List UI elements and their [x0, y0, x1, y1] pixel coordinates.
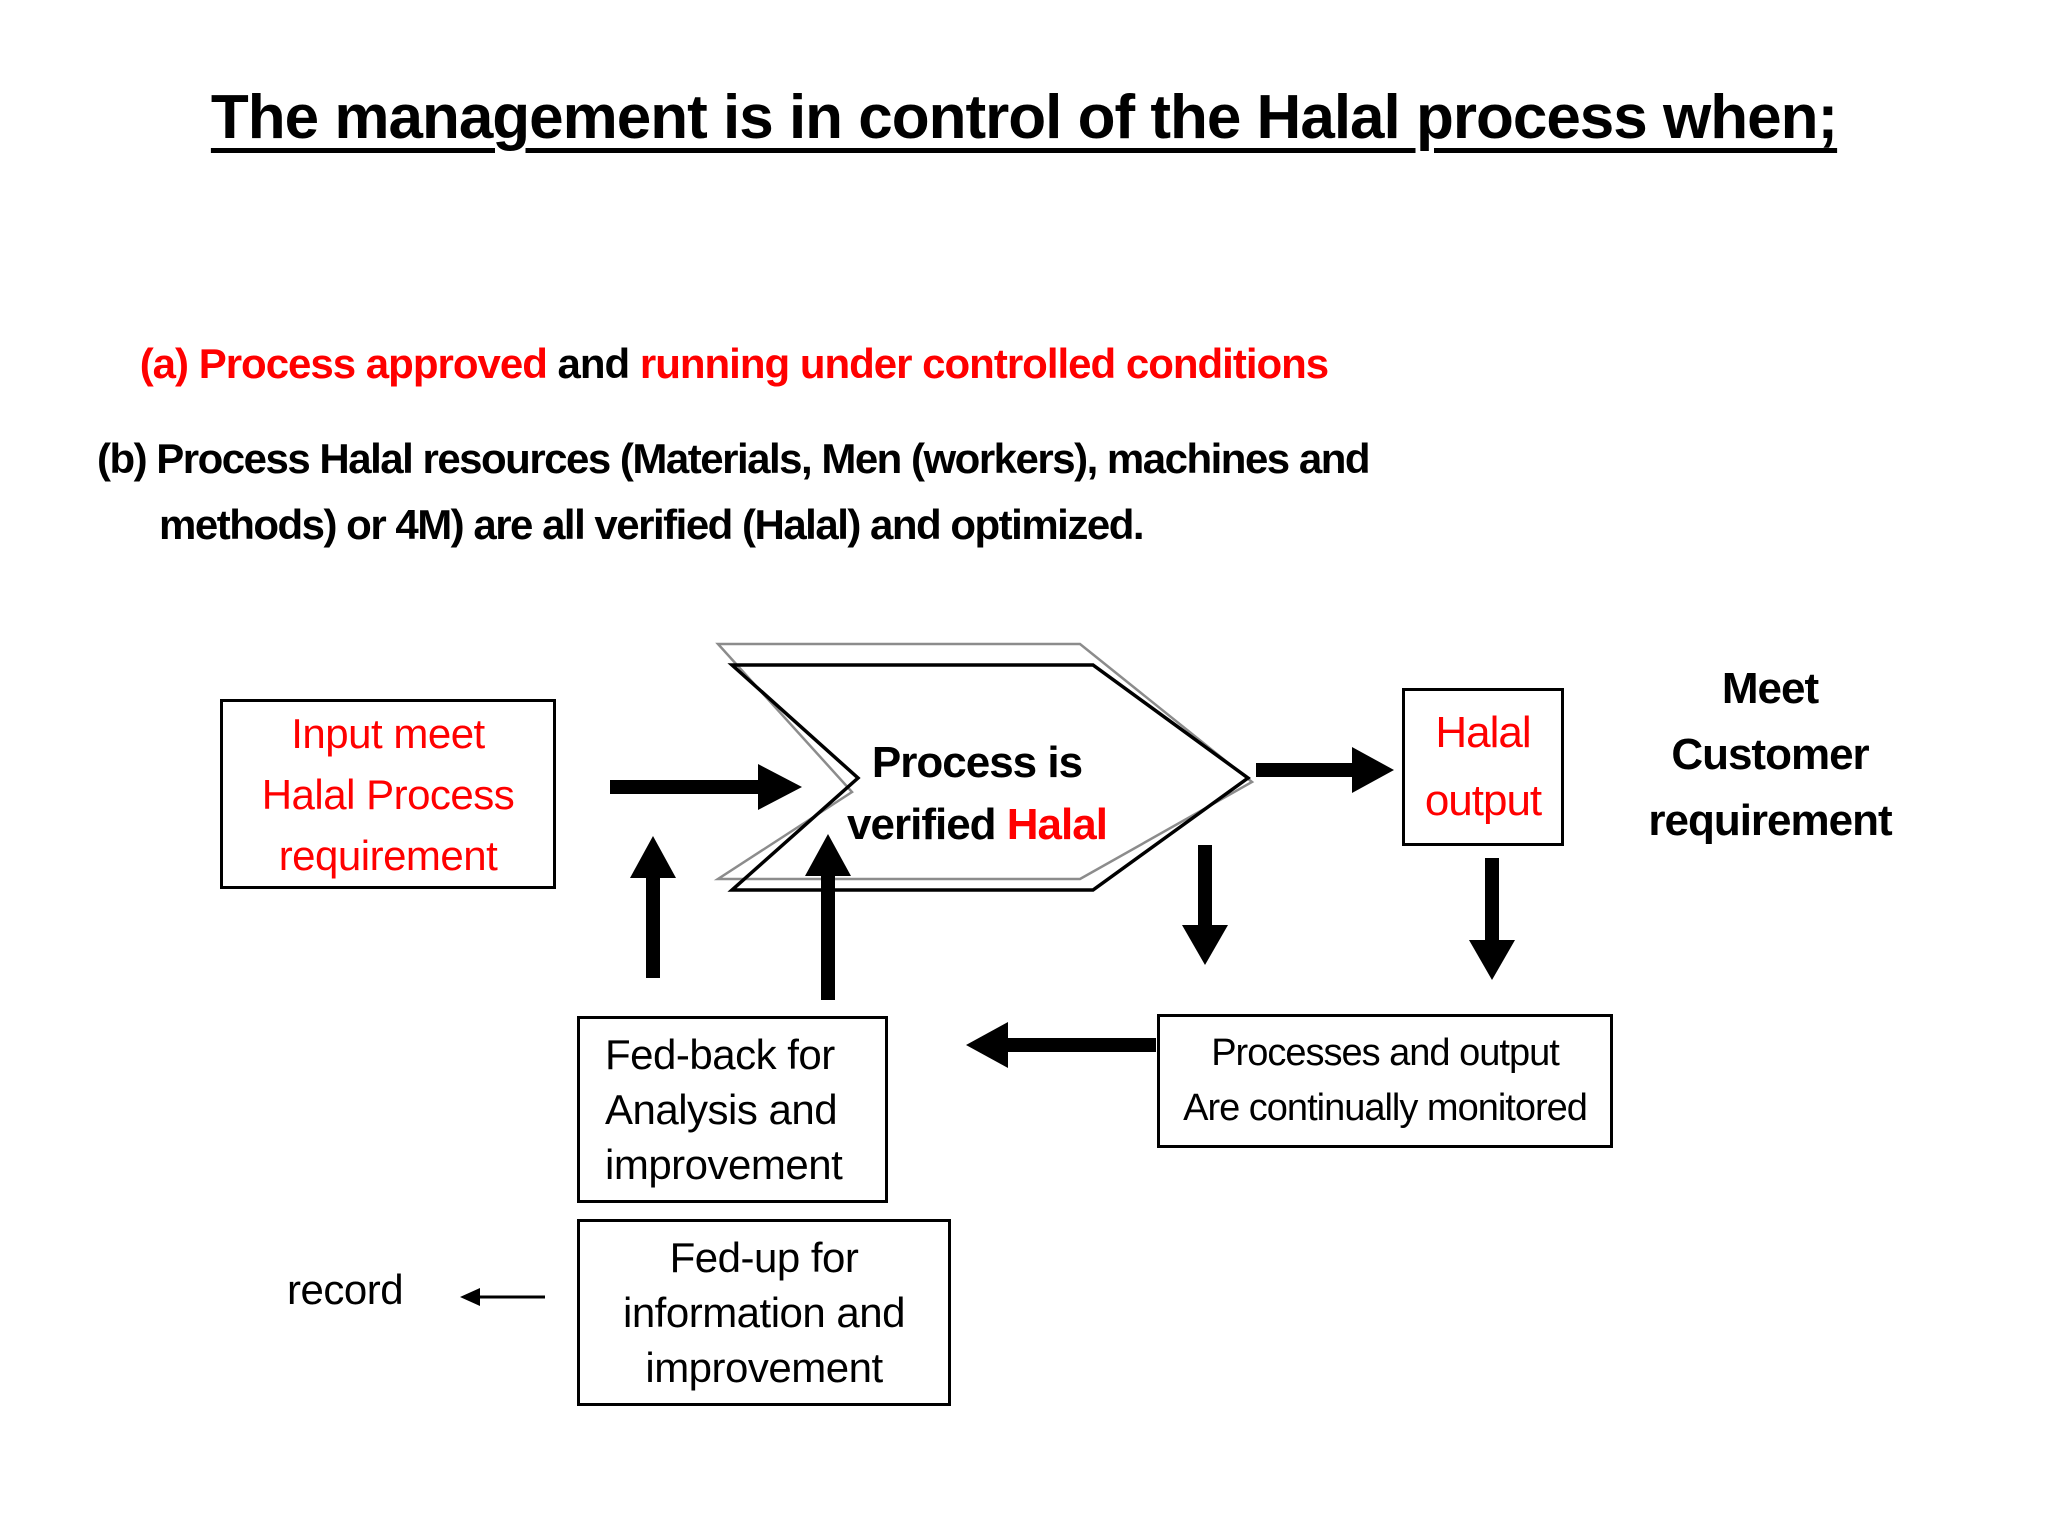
monitored-line1: Processes and output — [1211, 1032, 1560, 1074]
process-label-line2: verified Halal — [812, 794, 1142, 856]
fedback-line1: Fed-back for — [605, 1031, 835, 1078]
fedback-line2: Analysis and — [605, 1086, 838, 1133]
meet-customer-line3: requirement — [1648, 796, 1892, 845]
fedback-line3: improvement — [605, 1141, 843, 1188]
input-box-line1: Input meet — [291, 709, 485, 757]
monitored-line2: Are continually monitored — [1183, 1087, 1588, 1129]
monitored-box: Processes and output Are continually mon… — [1157, 1014, 1613, 1148]
halal-output-line2: output — [1424, 776, 1542, 825]
feedback-up-arrow-left — [630, 836, 676, 978]
fedup-line3: improvement — [645, 1344, 883, 1391]
record-label: record — [287, 1266, 404, 1313]
process-label-line1: Process is — [871, 738, 1083, 787]
halal-output-line1: Halal — [1435, 708, 1531, 757]
fedback-box: Fed-back for Analysis and improvement — [577, 1016, 888, 1203]
input-box-line3: requirement — [278, 831, 498, 879]
input-to-process-arrow — [610, 764, 802, 810]
point-a-line: (a) Process approved and running under c… — [97, 292, 1329, 436]
process-chevron-shape — [713, 642, 1255, 892]
point-b-line2: methods) or 4M) are all verified (Halal)… — [159, 501, 1145, 548]
process-label-line2-black: verified — [847, 800, 1007, 849]
point-b-line1: (b) Process Halal resources (Materials, … — [97, 435, 1371, 482]
meet-customer-line2: Customer — [1671, 730, 1869, 779]
feedback-up-arrow-right — [805, 834, 851, 1000]
point-b-block: (b) Process Halal resources (Materials, … — [97, 426, 1371, 558]
output-down-arrow — [1469, 858, 1515, 980]
fedup-line1: Fed-up for — [669, 1234, 859, 1281]
process-verified-label: Process is verified Halal — [812, 732, 1142, 856]
process-down-arrow — [1182, 845, 1228, 965]
meet-customer-line1: Meet — [1721, 664, 1819, 713]
point-a-black-part: and — [546, 340, 640, 387]
page-title: The management is in control of the Hala… — [210, 83, 1838, 152]
monitor-to-feedback-arrow — [966, 1022, 1156, 1068]
fedup-to-record-arrow — [460, 1288, 545, 1306]
input-box-line2: Halal Process — [261, 770, 515, 818]
halal-output-box: Halal output — [1402, 688, 1564, 846]
point-a-red-part2: running under controlled conditions — [639, 340, 1329, 387]
fedup-line2: information and — [622, 1289, 906, 1336]
process-chevron-black-outline — [727, 663, 1251, 892]
process-to-output-arrow — [1256, 747, 1394, 793]
point-a-red-part1: (a) Process approved — [139, 340, 548, 387]
process-chevron-gray-outline — [713, 642, 1255, 881]
process-label-line2-red: Halal — [1006, 800, 1108, 849]
fedup-box: Fed-up for information and improvement — [577, 1219, 951, 1406]
input-requirement-box: Input meet Halal Process requirement — [220, 699, 556, 889]
meet-customer-label: Meet Customer requirement — [1580, 656, 1960, 854]
